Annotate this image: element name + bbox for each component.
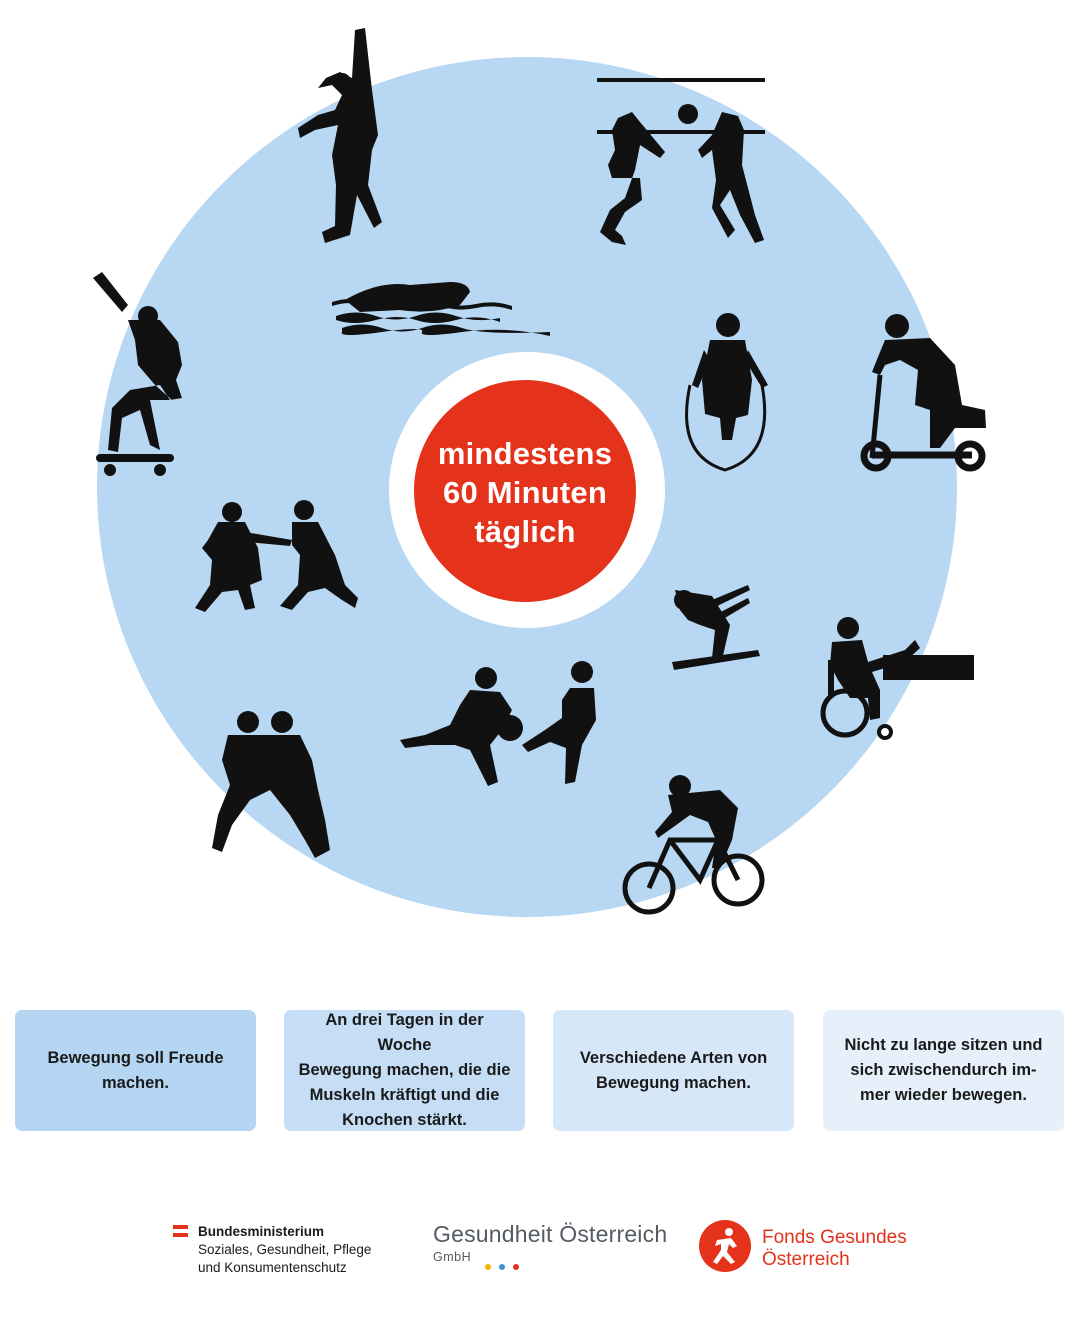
tip-text-line: An drei Tagen in der Woche: [325, 1011, 484, 1054]
cyclist-icon: [622, 775, 765, 915]
tip-text-line: Bewegung machen, die die: [298, 1061, 511, 1079]
kids-playing-icon: [195, 500, 358, 612]
ministry-line-2: Soziales, Gesundheit, Pflege: [198, 1242, 372, 1257]
swimmer-icon: [332, 282, 550, 336]
tip-text-line: machen.: [102, 1073, 169, 1092]
wheelchair-table-tennis-icon: [820, 617, 974, 740]
dancer-icon: [298, 28, 382, 243]
goeg-logo: Gesundheit Österreich GmbH: [433, 1221, 668, 1270]
tip-text-line: Bewegung machen.: [596, 1073, 751, 1092]
fgoe-line-2: Österreich: [762, 1249, 850, 1270]
logo-row: Bundesministerium Soziales, Gesundheit, …: [0, 1215, 1079, 1295]
tip-text-line: Muskeln kräftigt und die: [309, 1086, 500, 1104]
goeg-title: Gesundheit Österreich: [433, 1221, 668, 1247]
tip-text-line: Knochen stärkt.: [342, 1111, 467, 1129]
fgoe-runner-icon: [699, 1220, 751, 1272]
ministry-line-1: Bundesministerium: [198, 1224, 325, 1239]
center-red-circle: [414, 380, 636, 602]
tip-card-sitting: Nicht zu lange sitzen und sich zwischend…: [823, 1010, 1064, 1131]
tip-card-joy: Bewegung soll Freude machen.: [15, 1010, 256, 1131]
center-line-3: täglich: [474, 513, 576, 549]
skier-icon: [672, 585, 760, 670]
goeg-dots-icon: [485, 1257, 527, 1275]
goeg-sub: GmbH: [433, 1250, 472, 1264]
skateboarder-icon: [93, 272, 182, 476]
wrestling-icon: [212, 711, 330, 858]
center-line-2: 60 Minuten: [443, 474, 607, 510]
ministry-line-3: und Konsumentenschutz: [198, 1260, 347, 1275]
austria-flag-icon: [173, 1225, 188, 1237]
tip-card-strength: An drei Tagen in der Woche Bewegung mach…: [284, 1010, 525, 1131]
tip-text-line: sich zwischendurch im-: [850, 1061, 1037, 1079]
fgoe-line-1: Fonds Gesundes: [762, 1227, 907, 1248]
volleyball-icon: [597, 78, 765, 245]
tips-row: Bewegung soll Freude machen. An drei Tag…: [15, 1010, 1064, 1132]
scooter-icon: [860, 314, 986, 472]
tip-text-line: mer wieder bewegen.: [860, 1086, 1027, 1104]
tip-card-variety: Verschiedene Arten von Bewegung machen.: [553, 1010, 794, 1131]
tip-text-line: Bewegung soll Freude: [47, 1048, 224, 1067]
jump-rope-icon: [685, 313, 768, 472]
tip-text-line: Nicht zu lange sitzen und: [844, 1036, 1043, 1054]
center-line-1: mindestens: [437, 435, 613, 471]
tip-text-line: Verschiedene Arten von: [579, 1048, 768, 1067]
activity-ring: [93, 28, 986, 917]
soccer-icon: [400, 661, 596, 786]
center-label: mindestens 60 Minuten täglich: [415, 382, 635, 602]
